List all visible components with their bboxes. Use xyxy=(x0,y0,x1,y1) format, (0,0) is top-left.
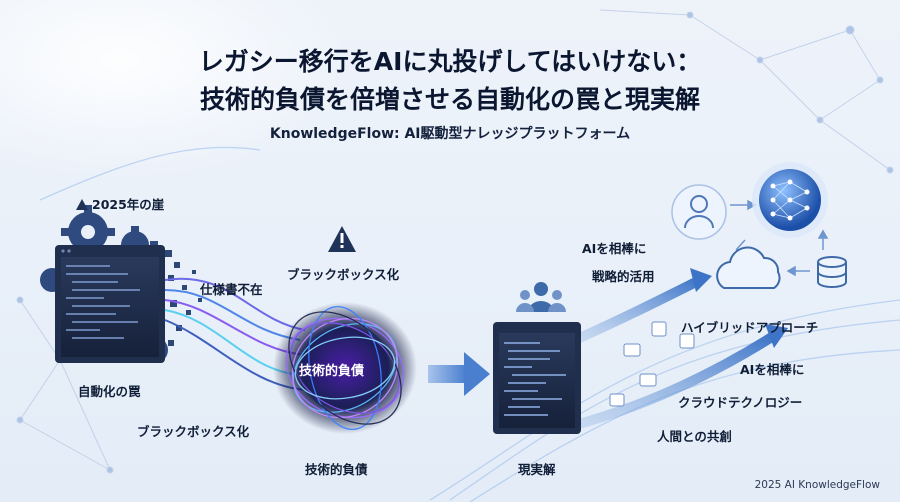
title-line-2: 技術的負債を倍増させる自動化の罠と現実解 xyxy=(199,85,700,114)
title-line-1: レガシー移行をAIに丸投げしてはいけない： xyxy=(198,47,702,76)
background-glow xyxy=(0,0,350,180)
database-icon xyxy=(817,256,847,288)
connector-arrows xyxy=(730,199,829,277)
tech-debt-bottom-label: 技術的負債 xyxy=(305,462,368,477)
warning-triangle-icon xyxy=(328,226,356,252)
blackbox-top-label: ブラックボックス化 xyxy=(287,267,400,282)
automation-trap-label: 自動化の罠 xyxy=(78,384,141,399)
ai-partner-top-label: AIを相棒に xyxy=(582,241,647,256)
solution-monitor xyxy=(493,322,581,434)
solution-flows xyxy=(572,268,788,430)
strategic-use-label: 戦略的活用 xyxy=(592,269,655,284)
background-network xyxy=(16,9,894,474)
solution-label: 現実解 xyxy=(518,462,556,477)
cliff-text: 2025年の崖 xyxy=(92,197,165,212)
ai-partner-mid-label: AIを相棒に xyxy=(740,362,805,377)
legacy-monitor xyxy=(55,245,202,363)
team-icon xyxy=(516,282,566,312)
human-cocreation-label: 人間との共創 xyxy=(657,429,732,444)
no-spec-label: 仕様書不在 xyxy=(200,282,263,297)
cloud-technology-label: クラウドテクノロジー xyxy=(678,395,803,410)
hybrid-approach-label: ハイブリッドアプローチ xyxy=(681,320,819,335)
neural-network-icon xyxy=(752,162,828,238)
cloud-icon xyxy=(716,246,781,289)
transition-arrow xyxy=(428,352,490,396)
subtitle: KnowledgeFlow: AI駆動型ナレッジプラットフォーム xyxy=(269,126,631,142)
footer-credit: 2025 AI KnowledgeFlow xyxy=(754,479,880,491)
technical-debt-tangle xyxy=(273,302,417,434)
cliff-label: 2025年の崖 xyxy=(76,194,164,213)
user-icon xyxy=(671,184,727,240)
warning-triangle-icon xyxy=(76,199,88,210)
tech-debt-center-label: 技術的負債 xyxy=(299,364,365,379)
blackbox-bottom-label: ブラックボックス化 xyxy=(137,424,250,439)
